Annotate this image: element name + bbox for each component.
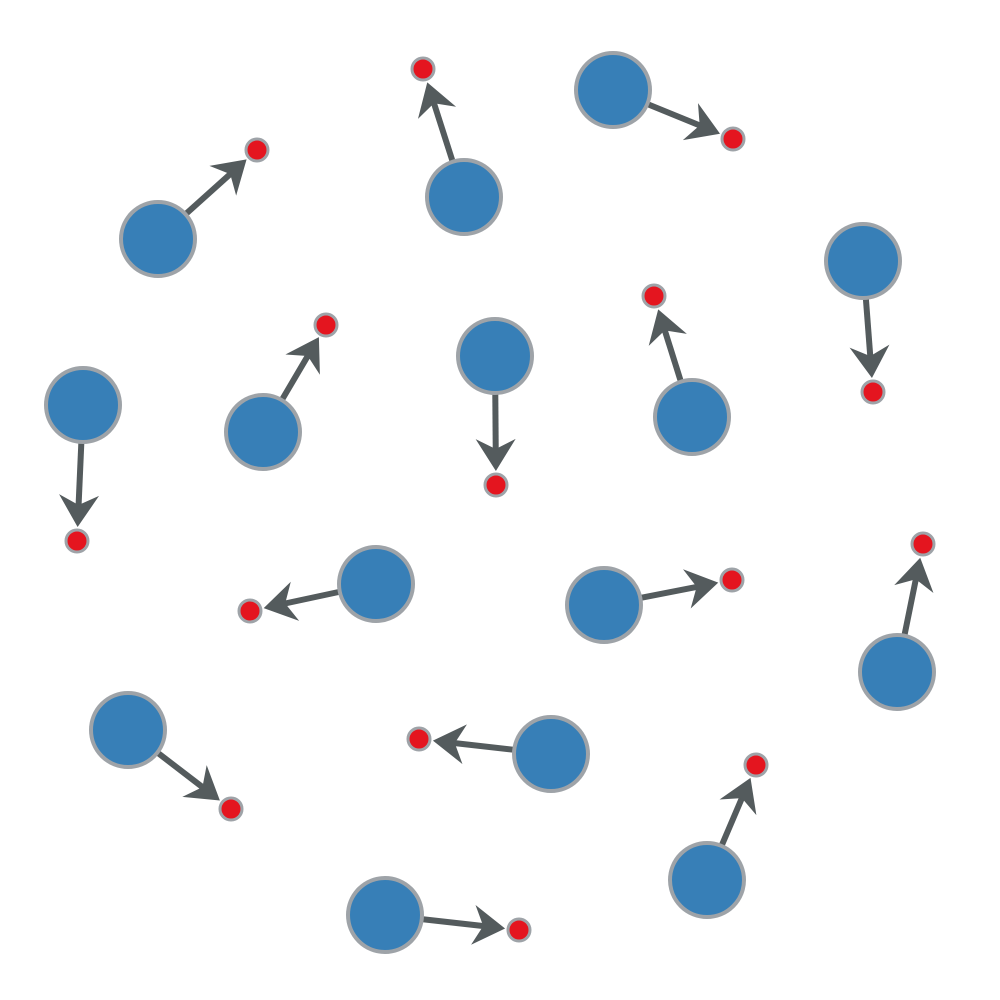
source-node-3 bbox=[574, 51, 652, 129]
arrow-edge-2 bbox=[417, 82, 457, 163]
target-node-7 bbox=[641, 283, 667, 309]
edges-layer bbox=[59, 82, 934, 945]
arrow-shaft bbox=[718, 795, 746, 848]
arrowhead bbox=[894, 557, 934, 594]
source-node-1 bbox=[119, 200, 197, 278]
source-node-2 bbox=[425, 158, 503, 236]
arrowhead bbox=[417, 82, 457, 119]
arrow-shaft bbox=[75, 441, 85, 508]
target-node-2 bbox=[410, 56, 436, 82]
source-node-12 bbox=[89, 691, 167, 769]
arrow-edge-10 bbox=[639, 569, 719, 609]
arrow-shaft bbox=[421, 916, 486, 930]
arrowhead bbox=[648, 309, 687, 346]
arrow-shaft bbox=[661, 327, 684, 383]
arrow-edge-5 bbox=[279, 337, 320, 402]
arrowhead bbox=[182, 765, 220, 801]
source-node-8 bbox=[44, 366, 122, 444]
source-node-7 bbox=[653, 378, 731, 456]
target-node-11 bbox=[910, 531, 936, 557]
arrow-edge-3 bbox=[646, 101, 721, 141]
arrow-edge-8 bbox=[59, 441, 100, 528]
arrow-edge-11 bbox=[894, 557, 934, 637]
target-node-3 bbox=[720, 126, 746, 152]
arrow-edge-12 bbox=[155, 750, 220, 801]
target-node-14 bbox=[743, 752, 769, 778]
arrow-edge-14 bbox=[718, 777, 757, 848]
source-node-9 bbox=[337, 545, 415, 623]
arrow-shaft bbox=[901, 576, 920, 637]
arrowhead bbox=[285, 337, 320, 375]
source-node-13 bbox=[512, 715, 590, 793]
arrowhead bbox=[471, 905, 506, 945]
target-node-12 bbox=[218, 796, 244, 822]
arrow-shaft bbox=[430, 100, 456, 163]
arrow-shaft bbox=[155, 750, 206, 791]
target-node-5 bbox=[313, 312, 339, 338]
arrow-edge-13 bbox=[432, 724, 515, 765]
arrow-shaft bbox=[862, 297, 874, 359]
nodes-layer bbox=[44, 51, 936, 954]
target-node-15 bbox=[506, 917, 532, 943]
arrow-edge-1 bbox=[183, 159, 247, 217]
arrowhead bbox=[719, 777, 757, 816]
arrowhead bbox=[432, 724, 467, 765]
arrowhead bbox=[475, 438, 516, 472]
arrow-shaft bbox=[183, 170, 234, 217]
source-node-11 bbox=[858, 633, 936, 711]
target-node-4 bbox=[860, 379, 886, 405]
arrowhead bbox=[683, 569, 719, 609]
arrowhead bbox=[59, 494, 100, 528]
arrowhead bbox=[209, 159, 247, 196]
target-node-9 bbox=[237, 598, 263, 624]
source-node-4 bbox=[824, 222, 902, 300]
arrow-shaft bbox=[639, 583, 700, 601]
arrow-shaft bbox=[279, 352, 312, 402]
target-node-13 bbox=[406, 726, 432, 752]
arrowhead bbox=[263, 581, 300, 621]
arrow-edge-15 bbox=[421, 905, 506, 945]
arrow-edge-9 bbox=[263, 581, 341, 621]
target-node-10 bbox=[719, 567, 745, 593]
arrow-shaft bbox=[452, 739, 515, 753]
arrowhead bbox=[849, 344, 890, 379]
source-node-6 bbox=[456, 317, 534, 395]
target-node-8 bbox=[64, 528, 90, 554]
source-node-15 bbox=[346, 876, 424, 954]
arrowhead bbox=[682, 103, 721, 141]
arrow-edge-7 bbox=[648, 309, 687, 383]
source-node-5 bbox=[224, 393, 302, 471]
arrow-edge-6 bbox=[475, 392, 516, 472]
target-node-1 bbox=[244, 137, 270, 163]
arrow-edge-4 bbox=[849, 297, 890, 379]
arrow-shaft bbox=[646, 101, 703, 129]
arrow-shaft bbox=[282, 588, 341, 607]
target-node-6 bbox=[483, 472, 509, 498]
source-node-14 bbox=[668, 841, 746, 919]
source-node-10 bbox=[565, 566, 643, 644]
